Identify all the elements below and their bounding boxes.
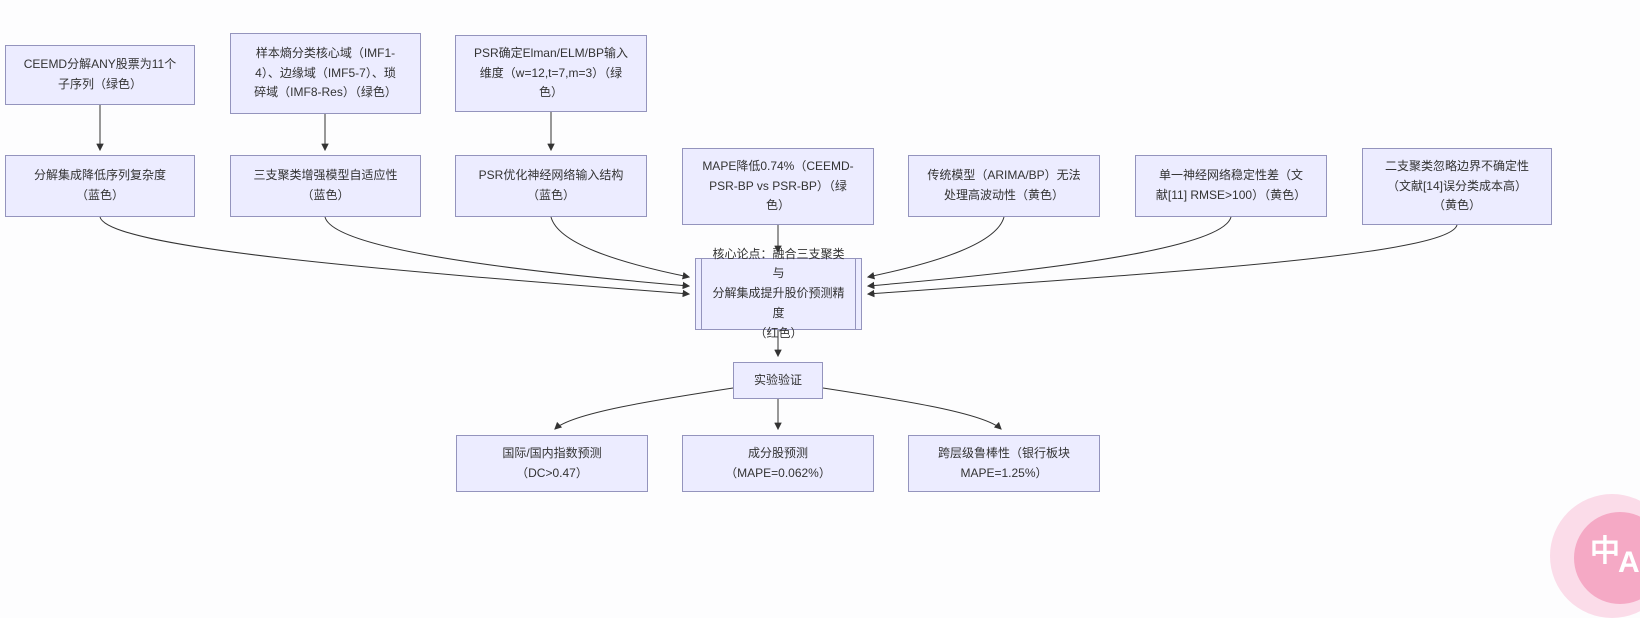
flowchart-canvas: CEEMD分解ANY股票为11个 子序列（绿色） 样本熵分类核心域（IMF1- … (5, 33, 1640, 618)
node-index-forecast: 国际/国内指数预测 （DC>0.47） (456, 435, 648, 492)
translate-zh-glyph: 中 (1590, 535, 1620, 568)
edge-exp-b1 (554, 387, 734, 430)
edge-m2-core (324, 216, 691, 290)
translate-en-glyph: A (1618, 546, 1640, 579)
node-psr-optimizes-input-structure: PSR优化神经网络输入结构 （蓝色） (455, 155, 647, 217)
edge-m7-core (866, 224, 1458, 298)
node-sample-entropy-domains: 样本熵分类核心域（IMF1- 4）、边缘域（IMF5-7）、琐 碎域（IMF8-… (230, 33, 421, 114)
node-core-thesis: 核心论点：融合三支聚类与 分解集成提升股价预测精度 （红色） (695, 247, 862, 340)
edge-m1-core (99, 216, 691, 298)
edge-m3-core (550, 216, 691, 280)
node-two-way-clustering-limitation: 二支聚类忽略边界不确定性 （文献[14]误分类成本高） （黄色） (1362, 148, 1552, 225)
node-single-nn-instability: 单一神经网络稳定性差（文 献[11] RMSE>100）（黄色） (1135, 155, 1327, 217)
node-decomposition-reduces-complexity: 分解集成降低序列复杂度 （蓝色） (5, 155, 195, 217)
edge-exp-b3 (822, 387, 1002, 430)
node-traditional-models-limitation: 传统模型（ARIMA/BP）无法 处理高波动性（黄色） (908, 155, 1100, 217)
node-three-way-clustering-adaptivity: 三支聚类增强模型自适应性 （蓝色） (230, 155, 421, 217)
edge-m6-core (866, 216, 1232, 290)
node-cross-level-robustness: 跨层级鲁棒性（银行板块 MAPE=1.25%） (908, 435, 1100, 492)
node-experiment-validation: 实验验证 (733, 362, 823, 399)
node-mape-reduction: MAPE降低0.74%（CEEMD- PSR-BP vs PSR-BP）（绿 色… (682, 148, 874, 225)
node-psr-input-dimension: PSR确定Elman/ELM/BP输入 维度（w=12,t=7,m=3）（绿 色… (455, 35, 647, 112)
edge-m5-core (866, 216, 1005, 280)
node-constituent-stock-forecast: 成分股预测 （MAPE=0.062%） (682, 435, 874, 492)
node-ceemd-decomposition: CEEMD分解ANY股票为11个 子序列（绿色） (5, 45, 195, 105)
